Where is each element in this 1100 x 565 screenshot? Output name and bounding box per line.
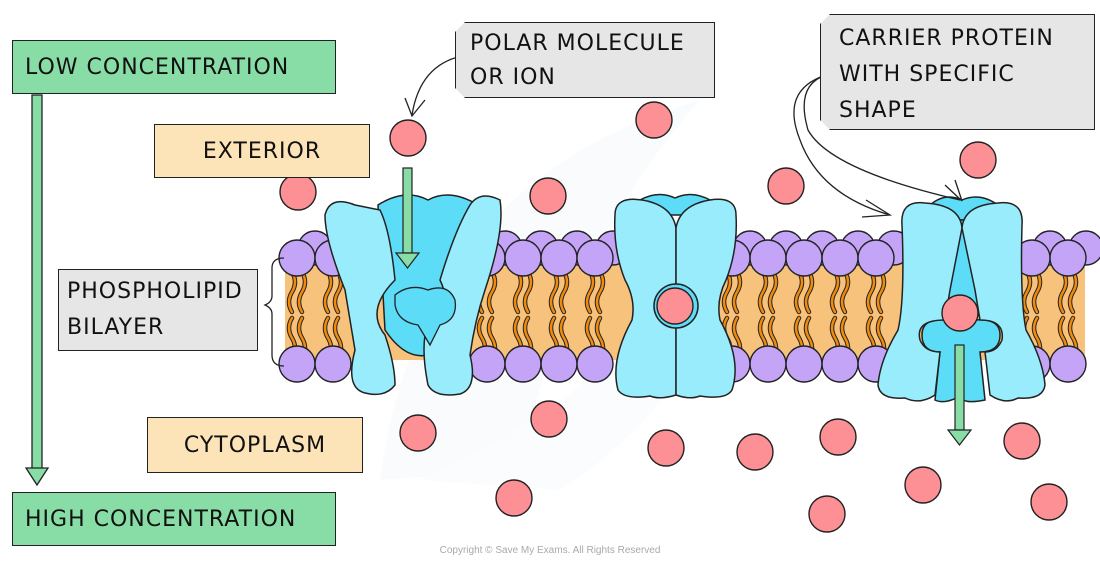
carrier-protein-releasing <box>877 196 1046 403</box>
polar-callout-line2: OR ION <box>470 65 556 90</box>
phosphate-head <box>821 239 859 277</box>
exterior-label: EXTERIOR <box>154 124 370 178</box>
lipid-tail <box>866 270 876 314</box>
lipid-tail <box>840 270 850 314</box>
phosphate-head <box>504 345 542 383</box>
polar-molecule <box>819 418 857 456</box>
lipid-tail <box>287 270 297 314</box>
polar-molecule <box>399 414 437 452</box>
lipid-tail <box>758 270 768 314</box>
phosphate-head <box>1049 345 1087 383</box>
lipid-tail <box>1032 270 1042 314</box>
polar-molecule <box>647 429 685 467</box>
high-concentration-label: HIGH CONCENTRATION <box>12 492 336 546</box>
lipid-tail <box>804 270 814 314</box>
polar-molecule <box>530 400 568 438</box>
phosphate-head <box>540 345 578 383</box>
lipid-tail <box>722 270 732 314</box>
phosphate-head <box>576 239 614 277</box>
concentration-gradient-arrow <box>24 94 50 487</box>
phosphate-head <box>278 345 316 383</box>
polar-molecule <box>279 173 317 211</box>
polar-molecule <box>529 177 567 215</box>
phosphate-head <box>314 345 352 383</box>
lipid-tail <box>297 270 307 314</box>
polar-molecule <box>767 167 805 205</box>
cytoplasm-label: CYTOPLASM <box>147 417 363 473</box>
lipid-tail <box>732 270 742 314</box>
copyright-notice: Copyright © Save My Exams. All Rights Re… <box>439 545 661 556</box>
polar-molecule <box>495 479 533 517</box>
polar-molecule-callout: POLAR MOLECULE OR ION <box>455 22 715 98</box>
carrier-exit-arrow <box>946 344 973 446</box>
lipid-tail <box>585 270 595 314</box>
polar-molecule <box>1003 422 1041 460</box>
polar-molecule <box>656 287 694 325</box>
lipid-tail <box>559 270 569 314</box>
lipid-tail <box>487 270 497 314</box>
phosphate-head <box>540 239 578 277</box>
polar-molecule <box>389 119 427 157</box>
phosphate-head <box>504 239 542 277</box>
phosphate-head <box>278 239 316 277</box>
phosphate-head <box>785 345 823 383</box>
channel-transit-arrow <box>394 167 421 269</box>
lipid-tail <box>549 270 559 314</box>
lipid-tail <box>876 270 886 314</box>
polar-molecules <box>279 101 1068 533</box>
polar-molecule <box>1030 483 1068 521</box>
lipid-tail <box>794 270 804 314</box>
lipid-tail <box>523 270 533 314</box>
lipid-tail <box>323 270 333 314</box>
carrier-callout-line3: SHAPE <box>839 98 917 123</box>
carrier-callout-line2: WITH SPECIFIC <box>839 62 1015 87</box>
phosphate-head <box>468 345 506 383</box>
phospholipid-bilayer-label: PHOSPHOLIPID BILAYER <box>58 269 258 351</box>
phosphate-head <box>749 239 787 277</box>
carrier-protein-callout: CARRIER PROTEIN WITH SPECIFIC SHAPE <box>820 14 1095 130</box>
phosphate-head <box>576 345 614 383</box>
phosphate-head <box>1049 239 1087 277</box>
bilayer-bracket <box>263 257 285 367</box>
lipid-tail <box>830 270 840 314</box>
carrier-callout-line1: CARRIER PROTEIN <box>839 26 1054 51</box>
polar-molecule <box>736 433 774 471</box>
lipid-tail <box>595 270 605 314</box>
low-concentration-label: LOW CONCENTRATION <box>12 40 336 94</box>
lipid-tail <box>768 270 778 314</box>
polar-molecule <box>959 141 997 179</box>
lipid-tail <box>1068 270 1078 314</box>
polar-callout-line1: POLAR MOLECULE <box>470 31 685 56</box>
polar-molecule <box>635 101 673 139</box>
phosphate-head <box>821 345 859 383</box>
phospholipid-label-line1: PHOSPHOLIPID <box>67 279 243 304</box>
phospholipid-label-line2: BILAYER <box>67 315 165 340</box>
polar-molecule <box>941 294 979 332</box>
lipid-tail <box>1058 270 1068 314</box>
phosphate-head <box>785 239 823 277</box>
lipid-tail <box>1022 270 1032 314</box>
phosphate-head <box>749 345 787 383</box>
polar-molecule <box>904 466 942 504</box>
polar-molecule <box>808 495 846 533</box>
phosphate-head <box>857 239 895 277</box>
lipid-tail <box>513 270 523 314</box>
